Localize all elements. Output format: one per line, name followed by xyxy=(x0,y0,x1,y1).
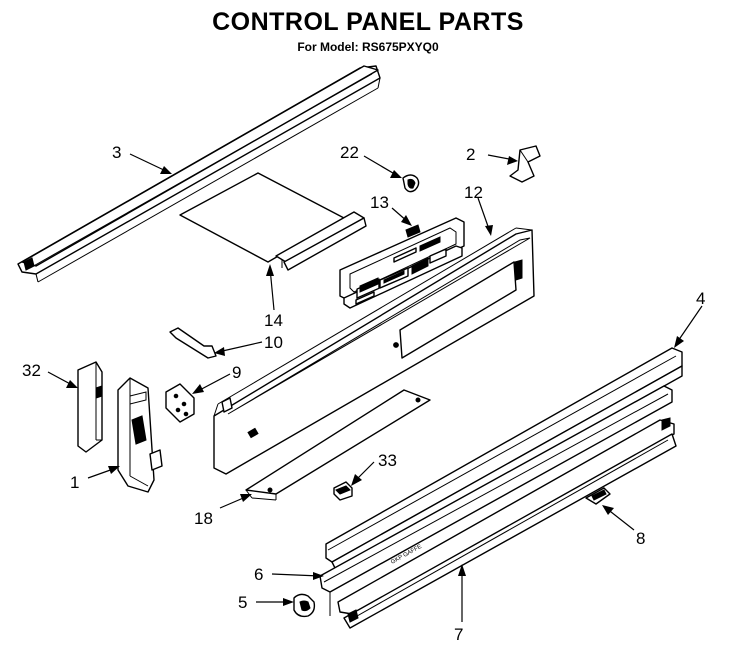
part-8-clip[interactable] xyxy=(585,487,611,505)
part-13-control-module[interactable] xyxy=(339,217,465,309)
part-32-side-panel[interactable] xyxy=(77,361,103,453)
part-12-control-panel[interactable] xyxy=(213,227,535,475)
callout-labels: 3 22 2 13 12 14 10 4 32 9 1 33 18 8 6 5 … xyxy=(22,143,705,644)
part-4-lower-trim[interactable] xyxy=(325,347,683,580)
leader-lines xyxy=(47,153,703,622)
callout-13: 13 xyxy=(370,193,389,212)
part-5-end-knob[interactable] xyxy=(293,593,316,618)
part-7-base-trim[interactable] xyxy=(337,417,677,629)
part-9-plate[interactable] xyxy=(165,383,195,423)
callout-5: 5 xyxy=(238,593,247,612)
callout-8: 8 xyxy=(636,529,645,548)
callout-18: 18 xyxy=(194,509,213,528)
model-subtitle: For Model: RS675PXYQ0 xyxy=(297,40,439,54)
callout-2: 2 xyxy=(466,145,475,164)
callout-1: 1 xyxy=(70,473,79,492)
part-14-insulation[interactable] xyxy=(179,172,367,271)
callout-7: 7 xyxy=(454,625,463,644)
callout-6: 6 xyxy=(254,565,263,584)
part-33-connector[interactable] xyxy=(333,481,353,501)
part-22-clip[interactable] xyxy=(402,174,420,193)
callout-9: 9 xyxy=(232,363,241,382)
callout-12: 12 xyxy=(464,183,483,202)
callout-4: 4 xyxy=(696,289,705,308)
callout-32: 32 xyxy=(22,361,41,380)
part-2-bracket[interactable] xyxy=(509,145,541,183)
callout-3: 3 xyxy=(112,143,121,162)
part-1-end-cap[interactable] xyxy=(117,377,163,493)
part-6-trim-channel[interactable] xyxy=(319,385,673,616)
part-3-top-trim[interactable] xyxy=(17,65,381,283)
callout-22: 22 xyxy=(340,143,359,162)
part-18-shield[interactable] xyxy=(245,389,431,501)
page-title: CONTROL PANEL PARTS xyxy=(212,8,524,36)
callout-33: 33 xyxy=(378,451,397,470)
callout-10: 10 xyxy=(264,333,283,352)
callout-14: 14 xyxy=(264,311,283,330)
part-10-bracket[interactable] xyxy=(169,327,217,359)
